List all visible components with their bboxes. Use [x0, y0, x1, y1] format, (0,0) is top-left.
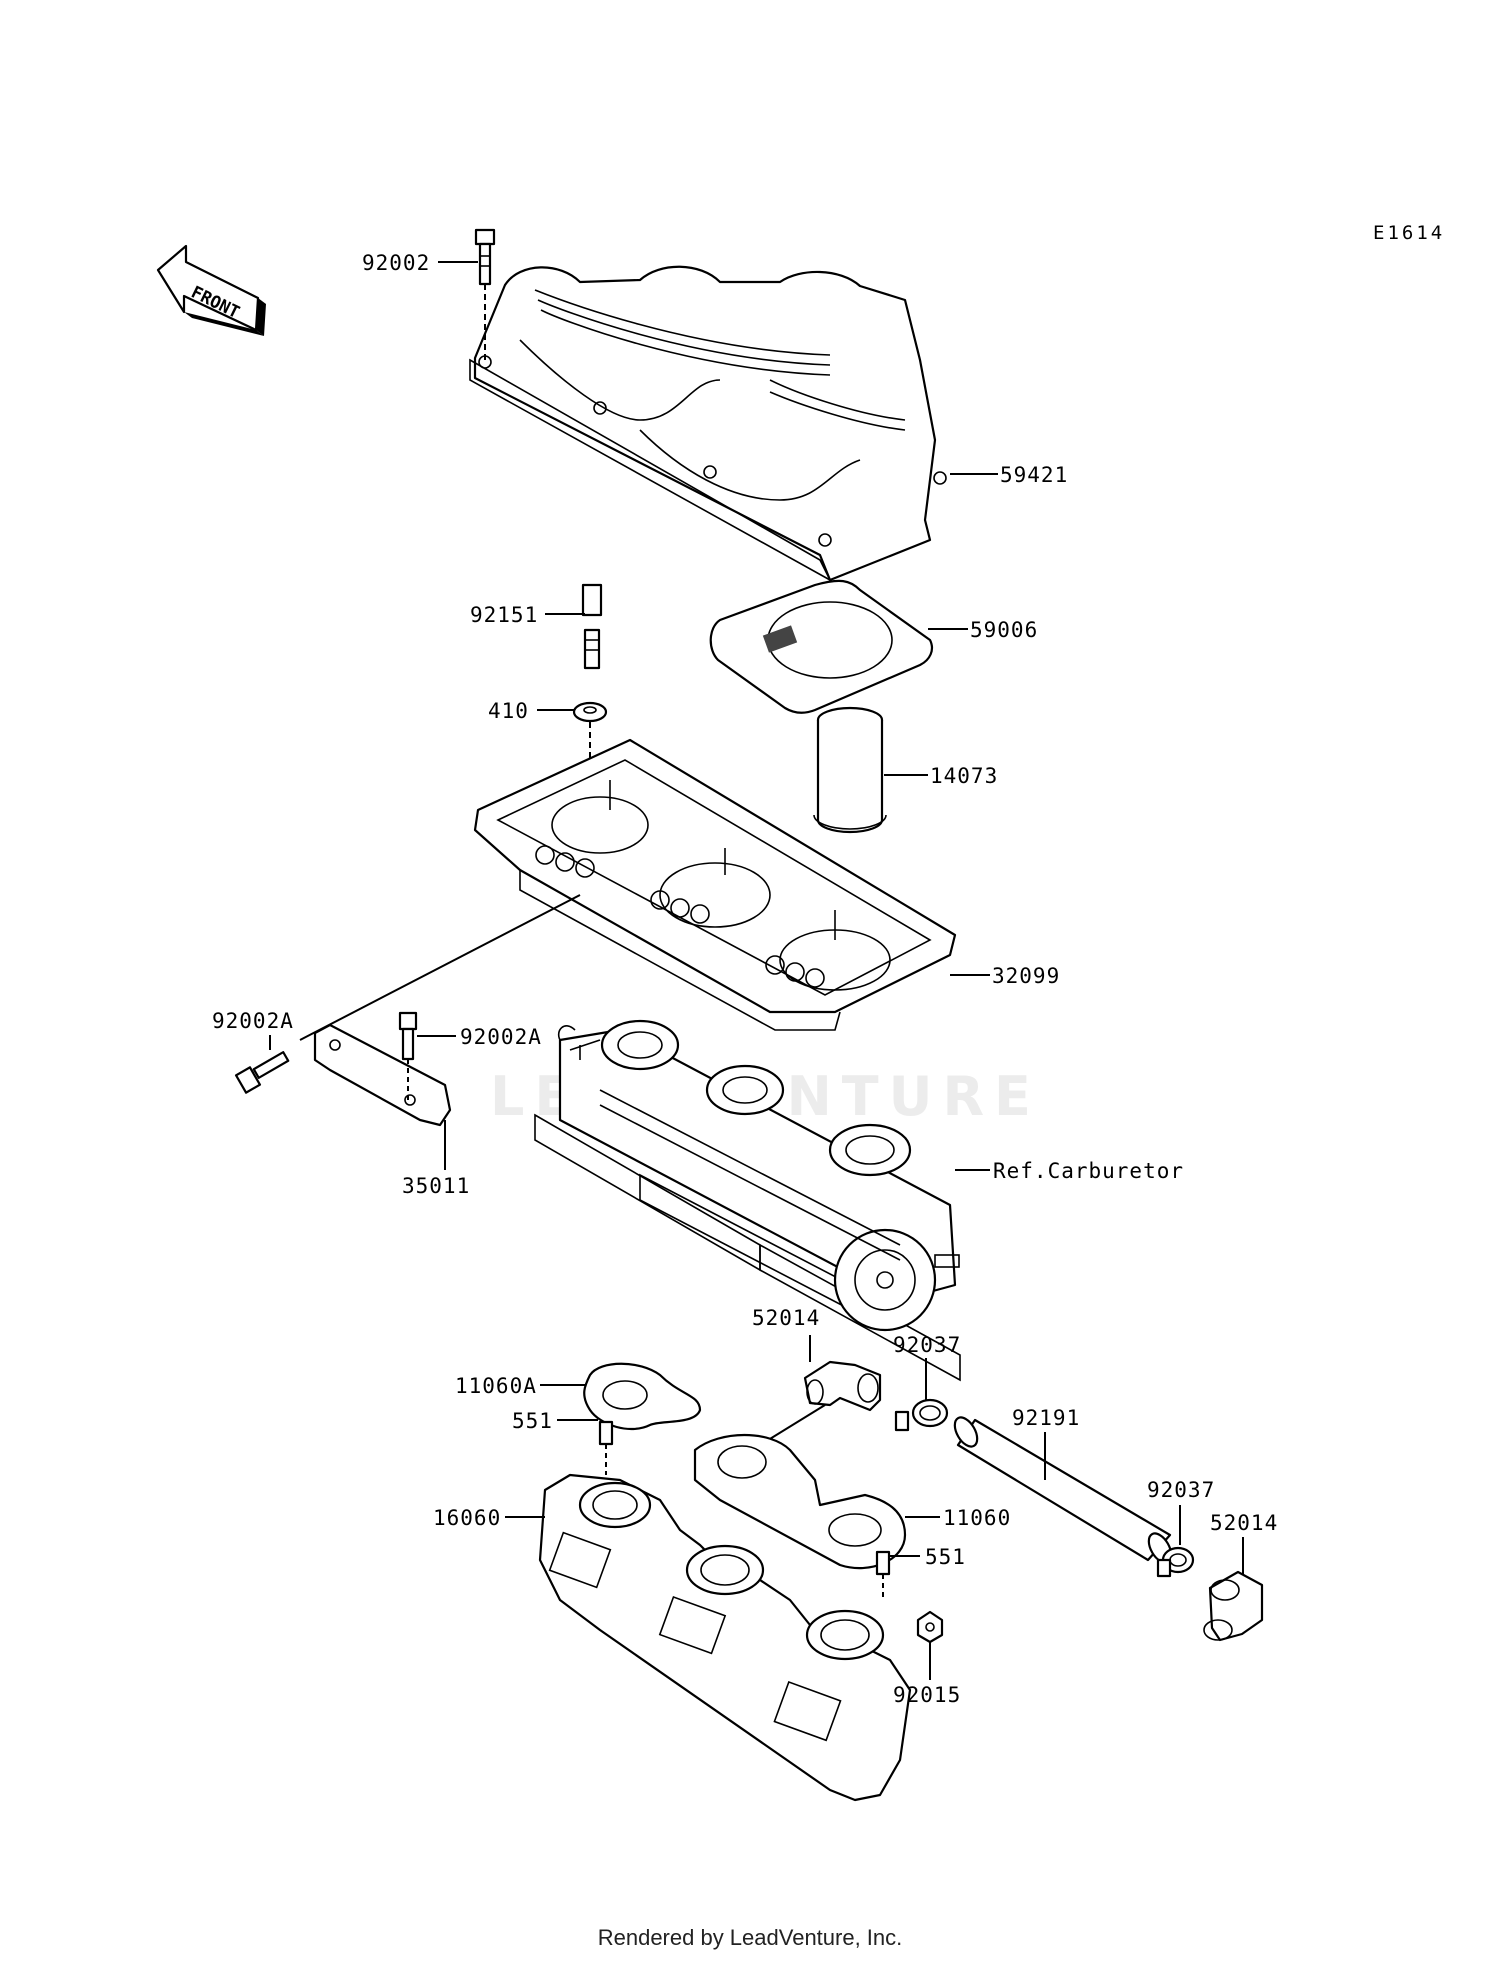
gasket-11060A [583, 1362, 702, 1430]
callout-92002A-right: 92002A [460, 1025, 542, 1049]
callout-92191: 92191 [1012, 1406, 1080, 1430]
sleeve-14073 [813, 706, 887, 834]
pin-92151 [581, 583, 603, 670]
callout-11060A: 11060A [455, 1374, 537, 1398]
clamp-92037-top [894, 1398, 949, 1432]
bolt-92002A-right [398, 1011, 418, 1100]
callout-11060: 11060 [943, 1506, 1011, 1530]
air-box-base-32099 [473, 738, 957, 1031]
callout-551-right: 551 [925, 1545, 966, 1569]
bolt-92002 [474, 228, 496, 360]
callout-14073: 14073 [930, 764, 998, 788]
front-arrow-icon: FRONT [156, 244, 266, 336]
elbow-52014-top [759, 1360, 882, 1446]
callout-labels: 92002 59421 92151 59006 410 14073 32099 … [212, 251, 1278, 1707]
callout-35011: 35011 [402, 1174, 470, 1198]
callout-92037-top: 92037 [893, 1333, 961, 1357]
callout-16060: 16060 [433, 1506, 501, 1530]
callout-59421: 59421 [1000, 463, 1068, 487]
callout-92002: 92002 [362, 251, 430, 275]
hose-92191 [953, 1416, 1173, 1564]
manifold-16060 [538, 1473, 912, 1802]
callout-551-left: 551 [512, 1409, 553, 1433]
nut-92015 [916, 1610, 944, 1644]
callout-92151: 92151 [470, 603, 538, 627]
footer-credit: Rendered by LeadVenture, Inc. [597, 1925, 903, 1950]
gasket-11060 [693, 1434, 907, 1570]
callout-410: 410 [488, 699, 529, 723]
clamp-92037-right [1156, 1546, 1195, 1578]
callout-59006: 59006 [970, 618, 1038, 642]
air-box-cover [469, 265, 947, 582]
bracket-35011 [299, 894, 581, 1127]
elbow-52014-right [1203, 1570, 1264, 1642]
callout-52014-right: 52014 [1210, 1511, 1278, 1535]
callout-92015: 92015 [893, 1683, 961, 1707]
dowel-551-left [598, 1420, 614, 1475]
air-filter-59006 [709, 579, 934, 714]
leader-lines [269, 261, 1244, 1680]
callout-32099: 32099 [992, 964, 1060, 988]
callout-52014-top: 52014 [752, 1306, 820, 1330]
diagram-code: E1614 [1373, 222, 1446, 244]
callout-ref-carburetor: Ref.Carburetor [993, 1159, 1184, 1183]
callout-92002A-left: 92002A [212, 1009, 294, 1033]
callout-92037-right: 92037 [1147, 1478, 1215, 1502]
carburetor-assembly [534, 1019, 961, 1382]
dowel-551-right [875, 1550, 891, 1600]
bolt-92002A-left [234, 1051, 290, 1094]
